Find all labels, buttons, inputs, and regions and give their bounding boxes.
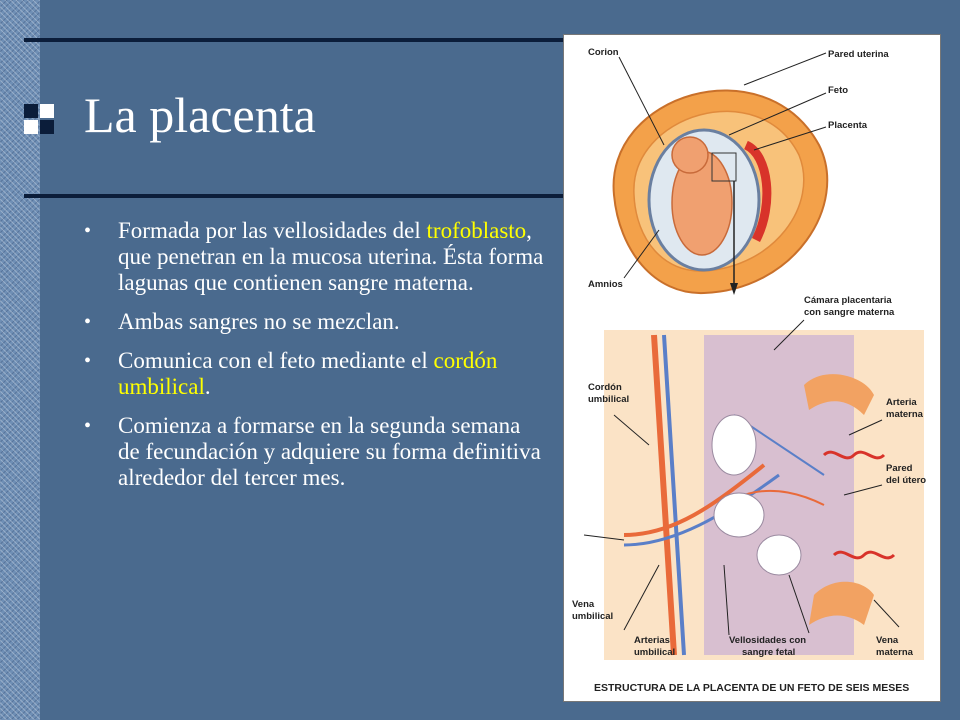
bullet-text: Formada por las vellosidades del xyxy=(118,218,427,243)
label-arteria-line1: Arteria xyxy=(886,397,917,408)
label-feto: Feto xyxy=(828,85,848,96)
label-camara-line2: con sangre materna xyxy=(804,307,895,318)
title-bullet-icon xyxy=(24,104,56,136)
label-amnios: Amnios xyxy=(588,279,623,290)
bullet-text: , que penetran en la mucosa uterina. Ést… xyxy=(118,218,544,295)
bullet-dot-icon: • xyxy=(84,350,92,372)
bullet-item: • Ambas sangres no se mezclan. xyxy=(84,309,544,335)
top-divider-line xyxy=(24,38,564,42)
slide-title: La placenta xyxy=(84,87,316,143)
bullet-item: • Comunica con el feto mediante el cordón… xyxy=(84,348,544,400)
bullet-dot-icon: • xyxy=(84,220,92,242)
label-vena-materna-line2: materna xyxy=(876,647,914,658)
bottom-divider-line xyxy=(24,194,564,198)
bullet-dot-icon: • xyxy=(84,311,92,333)
bullet-text: Comienza a formarse en la segunda semana… xyxy=(118,413,541,490)
label-cordon-line2: umbilical xyxy=(588,394,629,405)
label-placenta: Placenta xyxy=(828,120,868,131)
label-pared-line2: del útero xyxy=(886,475,926,486)
uterus-illustration xyxy=(612,89,829,295)
label-camara-line1: Cámara placentaria xyxy=(804,295,892,306)
bullet-text: . xyxy=(204,374,211,399)
figure-caption: ESTRUCTURA DE LA PLACENTA DE UN FETO DE … xyxy=(594,682,909,694)
placenta-detail-illustration xyxy=(604,330,924,660)
bullet-text: Ambas sangres no se mezclan. xyxy=(118,309,400,334)
placenta-illustration: Corion Pared uterina Feto Placenta Amnio… xyxy=(572,47,926,694)
placenta-diagram: Corion Pared uterina Feto Placenta Amnio… xyxy=(563,34,941,702)
highlighted-term: cordón umbilical xyxy=(118,348,498,399)
bullet-list: • Formada por las vellosidades del trofob… xyxy=(84,218,544,504)
label-vellosidades-line1: Vellosidades con xyxy=(729,635,806,646)
label-pared-uterina: Pared uterina xyxy=(828,49,889,60)
label-pared-line1: Pared xyxy=(886,463,913,474)
label-vena-umbilical-line2: umbilical xyxy=(572,611,613,622)
label-arteria-line2: materna xyxy=(886,409,924,420)
leader-lines xyxy=(583,52,900,636)
label-vena-materna-line1: Vena xyxy=(876,635,899,646)
bullet-item: • Formada por las vellosidades del trofob… xyxy=(84,218,544,296)
label-vena-umbilical-line1: Vena xyxy=(572,599,595,610)
highlighted-term: trofoblasto xyxy=(426,218,527,243)
label-cordon-line1: Cordón xyxy=(588,382,622,393)
label-vellosidades-line2: sangre fetal xyxy=(742,647,795,658)
bullet-text: Comunica con el feto mediante el xyxy=(118,348,434,373)
label-corion: Corion xyxy=(588,47,619,58)
bullet-item: • Comienza a formarse en la segunda seman… xyxy=(84,413,544,491)
label-arterias-line1: Arterias xyxy=(634,635,670,646)
bullet-dot-icon: • xyxy=(84,415,92,437)
label-arterias-line2: umbilical xyxy=(634,647,675,658)
